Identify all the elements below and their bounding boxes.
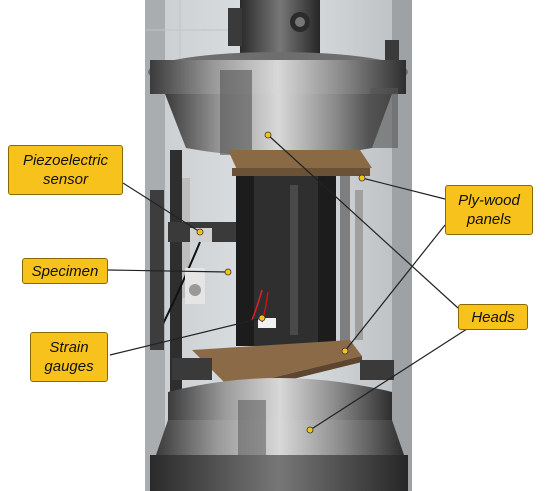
upper-head (148, 52, 408, 157)
upper-column (240, 0, 320, 60)
label-plywood-line2: panels (466, 211, 512, 228)
label-strain-gauges: Strain gauges (30, 332, 108, 382)
label-specimen: Specimen (22, 258, 108, 284)
label-strain-line2: gauges (44, 358, 94, 375)
label-plywood-line1: Ply-wood (458, 192, 520, 209)
label-piezo-line2: sensor (42, 171, 89, 188)
label-plywood-panels: Ply-wood panels (445, 185, 533, 235)
label-heads-text: Heads (471, 308, 515, 326)
label-strain-line1: Strain (49, 339, 89, 356)
specimen-column (236, 176, 336, 346)
label-heads: Heads (458, 304, 528, 330)
label-specimen-text: Specimen (31, 262, 99, 280)
label-piezo-line1: Piezoelectric (22, 152, 109, 169)
label-piezoelectric-sensor: Piezoelectric sensor (8, 145, 123, 195)
